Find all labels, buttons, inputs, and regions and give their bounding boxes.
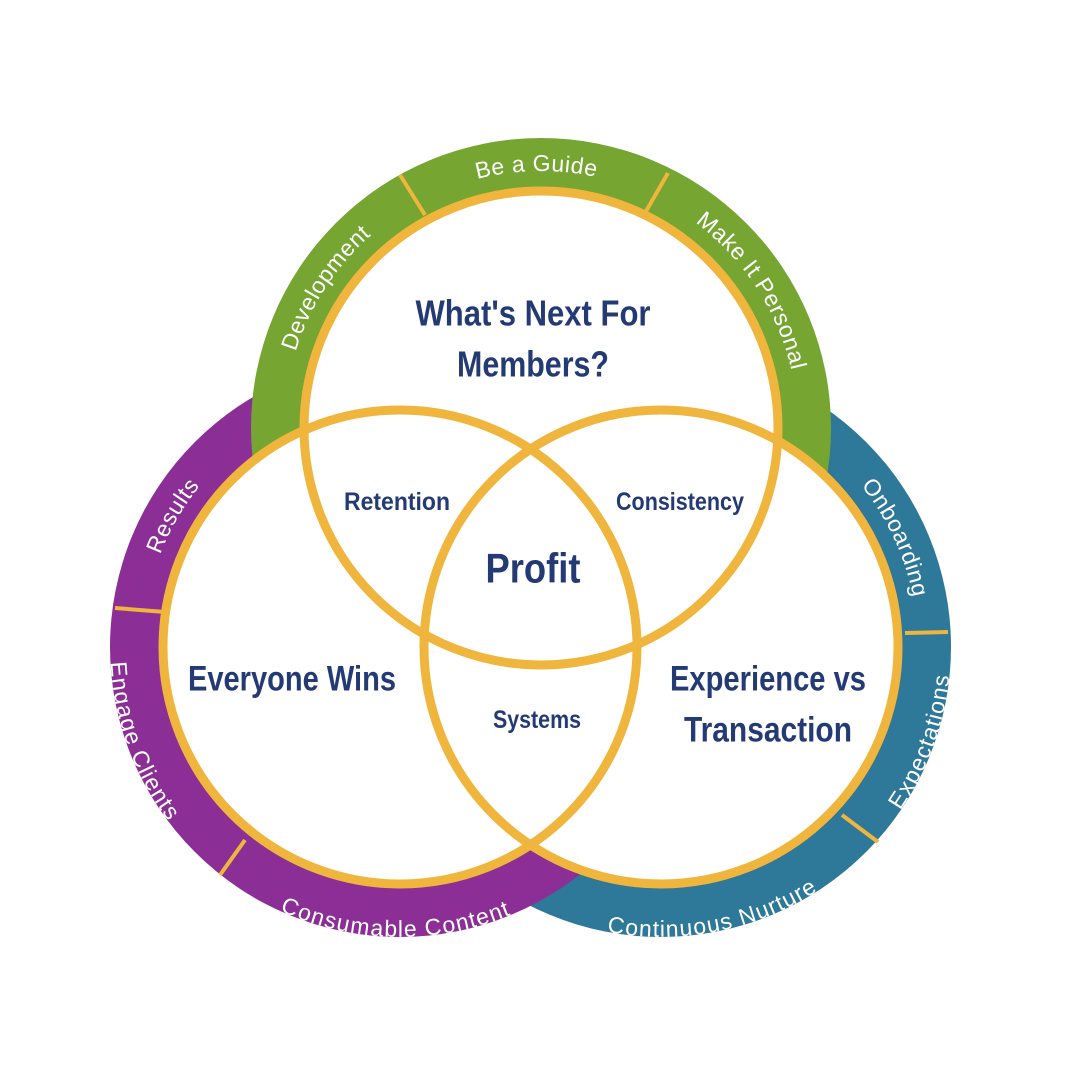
band-dividers: [114, 172, 949, 877]
overlap-consistency: Consistency: [616, 488, 744, 516]
band-divider: [114, 606, 166, 614]
left-circle-ring: [158, 405, 642, 889]
left-circle-title: Everyone Wins: [188, 660, 396, 699]
right-circle-title-line1: Experience vs: [670, 660, 866, 699]
band-divider: [218, 838, 247, 877]
right-circle-fill: [424, 410, 898, 884]
band-divider: [398, 173, 427, 217]
circle-rings: [158, 186, 903, 889]
band-divider: [840, 813, 880, 844]
circle-fills: [163, 191, 898, 884]
band-divider: [643, 172, 670, 214]
right-circle-title-line2: Transaction: [684, 711, 852, 750]
overlap-retention: Retention: [344, 488, 450, 516]
center-labels: What's Next For Members? Retention Consi…: [188, 293, 866, 750]
overlap-systems: Systems: [493, 706, 581, 734]
overlap-profit: Profit: [486, 545, 581, 592]
top-circle-title-line2: Members?: [457, 344, 609, 385]
right-circle-ring: [419, 405, 903, 889]
band-divider: [904, 630, 949, 635]
top-circle-title-line1: What's Next For: [416, 293, 651, 334]
